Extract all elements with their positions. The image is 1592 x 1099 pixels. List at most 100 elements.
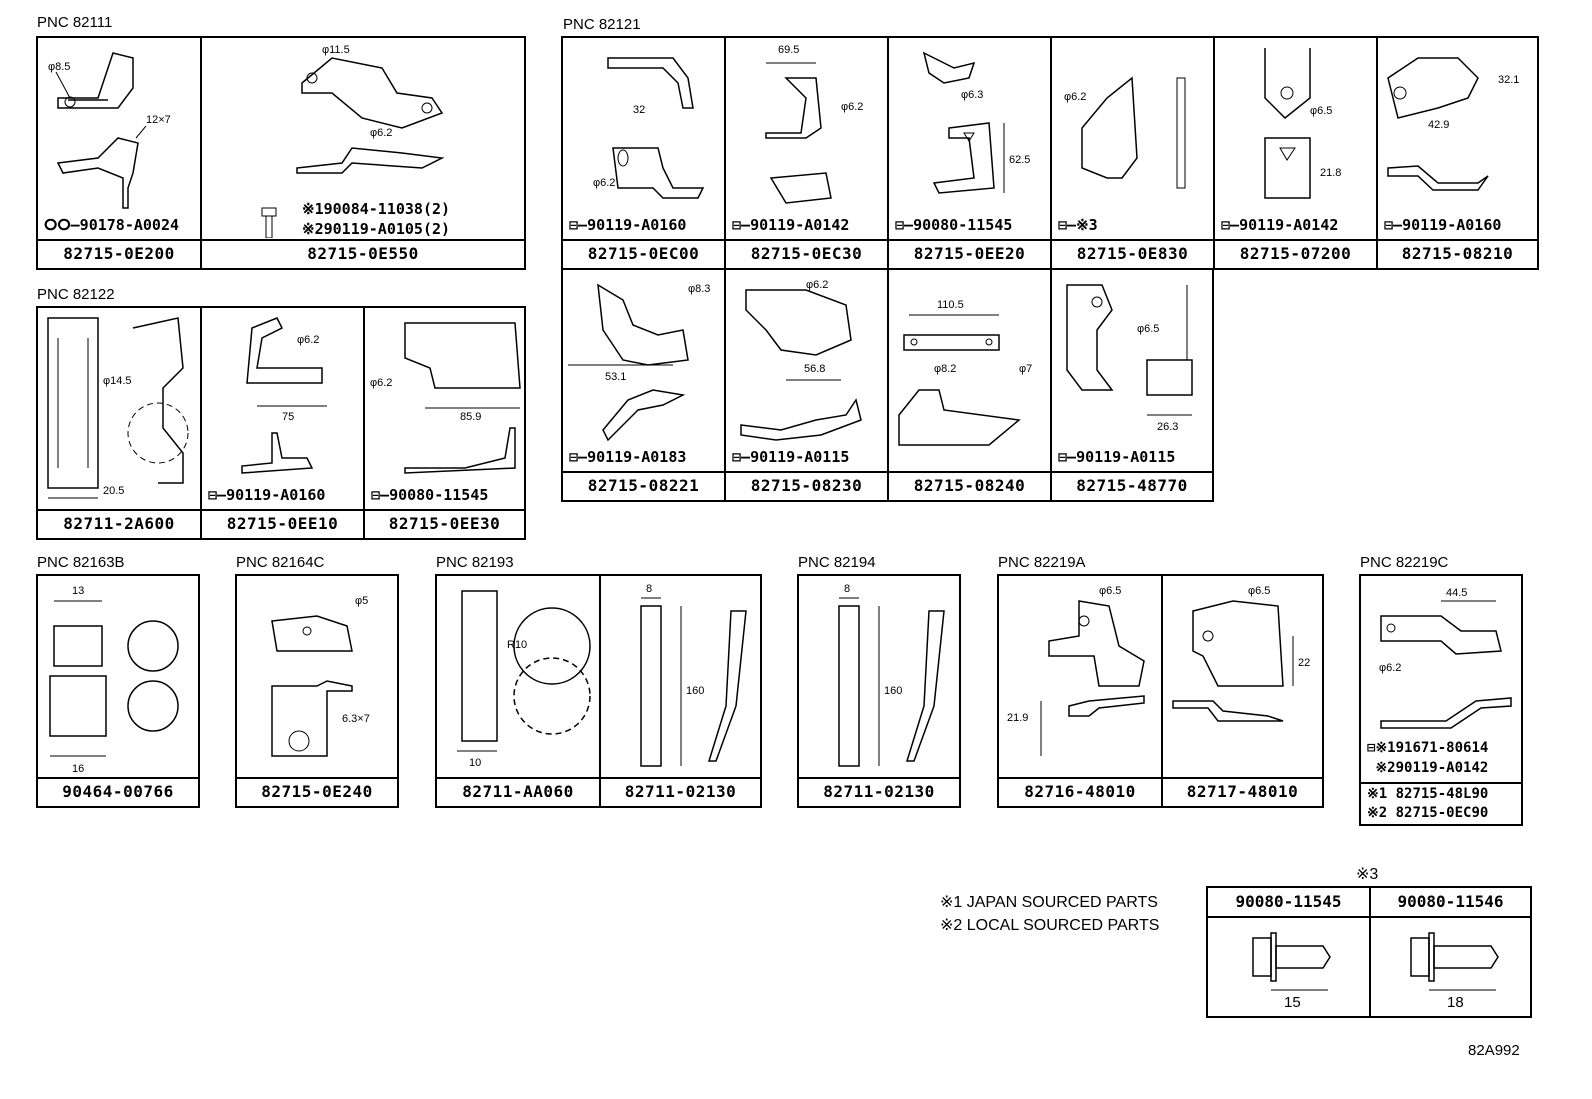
part-number: 82716-48010	[999, 777, 1161, 806]
dim: φ6.5	[1099, 585, 1121, 597]
dim: φ6.2	[593, 177, 615, 189]
bracket-drawing: φ6.3 62.5	[922, 51, 1030, 194]
fastener-label: ⊟—90119-A0142	[732, 216, 850, 234]
part-cell[interactable]: φ6.5 21.8 ⊟—90119-A0142 82715-07200	[1215, 38, 1378, 268]
part-cell[interactable]: φ8.3 53.1 ⊟—90119-A0183 82715-08221	[563, 270, 726, 500]
dim: 10	[469, 757, 481, 769]
dim: 12×7	[146, 114, 171, 126]
dim: 110.5	[937, 299, 964, 311]
dim: 26.3	[1157, 421, 1178, 433]
dim: 20.5	[103, 485, 124, 497]
pnc-82219a-group: φ6.5 21.9 82716-48010 φ6.5 22 82717-4801…	[997, 574, 1324, 808]
part-cell[interactable]: φ6.2 85.9 ⊟—90080-11545 82715-0EE30	[365, 308, 524, 538]
part-number: 82715-48770	[1052, 471, 1212, 500]
part-cell[interactable]: 110.5 φ8.2 φ7 82715-08240	[889, 270, 1052, 500]
dim: φ6.2	[370, 377, 392, 389]
cable-tie-drawing: 8 160	[838, 583, 945, 767]
bolt-length: 18	[1447, 994, 1464, 1011]
dim: 8	[844, 583, 850, 595]
pnc-82194-group[interactable]: 8 160 82711-02130	[797, 574, 961, 808]
dim: 62.5	[1009, 154, 1030, 166]
dim: 13	[72, 585, 84, 597]
fastener-label: ⵔⵔ—90178-A0024	[44, 216, 180, 234]
part-number: 82715-08240	[889, 471, 1050, 500]
dim: 160	[686, 685, 704, 697]
part-cell[interactable]: 69.5 φ6.2 ⊟—90119-A0142 82715-0EC30	[726, 38, 889, 268]
part-number: 82715-0E550	[202, 239, 524, 268]
bracket-drawing: 32 φ6.2	[593, 57, 705, 199]
clip-drawing: 13 16	[49, 585, 179, 775]
part-cell[interactable]: φ6.5 21.9 82716-48010	[999, 576, 1163, 806]
dim: φ8.2	[934, 363, 956, 375]
dim: φ6.2	[297, 334, 319, 346]
bracket-drawing: 110.5 φ8.2 φ7	[898, 299, 1032, 446]
dim: 42.9	[1428, 119, 1449, 131]
pnc-82111-title: PNC 82111	[37, 14, 113, 31]
bracket-drawing: φ6.2	[1064, 76, 1186, 189]
part-cell[interactable]: φ11.5 φ6.2 ※190084-11038(2) ※290119-A010…	[202, 38, 524, 268]
dim: φ6.2	[841, 101, 863, 113]
part-number: 82715-0E200	[38, 239, 200, 268]
pnc-82121-title: PNC 82121	[563, 16, 641, 33]
dim: 16	[72, 763, 84, 775]
bolt-cell[interactable]: 90080-11545 15	[1208, 888, 1371, 1016]
part-cell[interactable]: φ8.5 12×7 ⵔⵔ—90178-A0024 82715-0E200	[38, 38, 202, 268]
part-cell[interactable]: φ6.2 75 ⊟—90119-A0160 82715-0EE10	[202, 308, 365, 538]
part-cell[interactable]: 32 φ6.2 ⊟—90119-A0160 82715-0EC00	[563, 38, 726, 268]
dim: 53.1	[605, 371, 626, 383]
divider	[1361, 782, 1521, 784]
dim: φ14.5	[103, 375, 132, 387]
dim: 160	[884, 685, 902, 697]
dim: φ8.5	[48, 61, 70, 73]
bracket-drawing: 44.5 φ6.2	[1379, 587, 1512, 729]
bracket-drawing: φ8.5 12×7	[48, 52, 171, 209]
part-cell[interactable]: φ14.5 20.5 82711-2A600	[38, 308, 202, 538]
part-cell[interactable]: φ6.5 26.3 ⊟—90119-A0115 82715-48770	[1052, 270, 1212, 500]
note-local-sourced: ※2 LOCAL SOURCED PARTS	[940, 917, 1160, 934]
pnc-82121-row2: φ8.3 53.1 ⊟—90119-A0183 82715-08221 φ6.2…	[561, 268, 1214, 502]
pnc-82122-title: PNC 82122	[37, 286, 115, 303]
pnc-82111-group: φ8.5 12×7 ⵔⵔ—90178-A0024 82715-0E200 φ11…	[36, 36, 526, 270]
dim: φ6.2	[1379, 662, 1401, 674]
fastener-label: ⊟—90080-11545	[371, 486, 489, 504]
bolt-cell[interactable]: 90080-11546 18	[1371, 888, 1530, 1016]
bolt-icon	[1252, 932, 1331, 991]
pnc-82163b-group[interactable]: 13 16 90464-00766	[36, 574, 200, 808]
part-cell[interactable]: φ6.2 ⊟—※3 82715-0E830	[1052, 38, 1215, 268]
part-number: 82715-0EE20	[889, 239, 1050, 268]
dim: R10	[507, 639, 527, 651]
pnc-82164c-group[interactable]: φ5 6.3×7 82715-0E240	[235, 574, 399, 808]
dim: φ7	[1019, 363, 1032, 375]
bolt-part-number: 90080-11546	[1371, 888, 1530, 918]
fastener-label: ⊟—90080-11545	[895, 216, 1013, 234]
part-cell[interactable]: φ6.3 62.5 ⊟—90080-11545 82715-0EE20	[889, 38, 1052, 268]
dim: φ6.2	[370, 127, 392, 139]
part-cell[interactable]: R10 10 82711-AA060	[437, 576, 601, 806]
part-cell[interactable]: φ6.5 22 82717-48010	[1163, 576, 1322, 806]
fastener-label-1: ※190084-11038(2)	[302, 200, 451, 218]
dim: 85.9	[460, 411, 481, 423]
bolt-length: 15	[1284, 994, 1301, 1011]
part-cell[interactable]: φ6.2 56.8 ⊟—90119-A0115 82715-08230	[726, 270, 889, 500]
bracket-drawing: 32.1 42.9	[1387, 57, 1519, 191]
part-number: 82717-48010	[1163, 777, 1322, 806]
dim: 32	[633, 104, 645, 116]
part-cell[interactable]: 32.1 42.9 ⊟—90119-A0160 82715-08210	[1378, 38, 1537, 268]
bracket-drawing: φ5 6.3×7	[271, 595, 370, 757]
note-japan-sourced: ※1 JAPAN SOURCED PARTS	[940, 894, 1158, 911]
pnc-82219c-group[interactable]: 44.5 φ6.2 ⊟※191671-80614 ​ ※290119-A0142…	[1359, 574, 1523, 826]
part-number: 90464-00766	[38, 777, 198, 806]
part-number-1: ※1 82715-48L90	[1367, 786, 1489, 802]
fastener-label: ⊟—90119-A0142	[1221, 216, 1339, 234]
dim: 69.5	[778, 44, 799, 56]
part-cell[interactable]: 8 160 82711-02130	[601, 576, 760, 806]
clamp-drawing: φ14.5 20.5	[47, 317, 189, 499]
bracket-drawing: φ6.5 22	[1172, 585, 1310, 722]
bracket-drawing: φ6.2 75	[241, 317, 327, 474]
dim: φ6.2	[806, 279, 828, 291]
pnc-82163b-title: PNC 82163B	[37, 554, 125, 571]
fastener-label-2: ※290119-A0105(2)	[302, 220, 451, 238]
part-number: 82715-0E830	[1052, 239, 1213, 268]
pnc-82194-title: PNC 82194	[798, 554, 876, 571]
dim: φ6.5	[1310, 105, 1332, 117]
